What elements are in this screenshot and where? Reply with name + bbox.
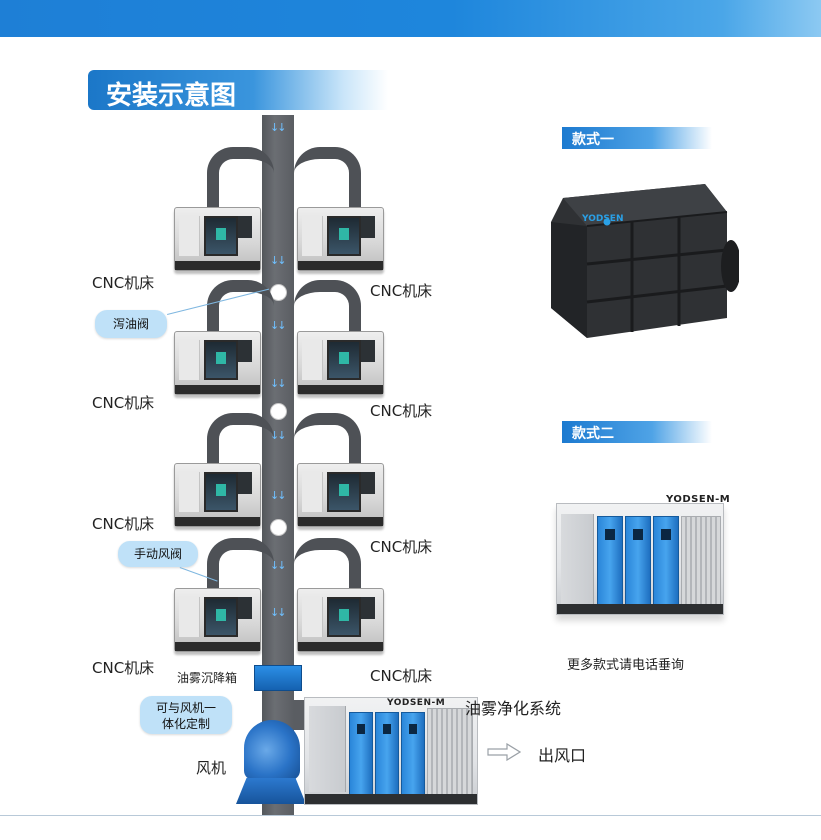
more-styles-text: 更多款式请电话垂询 [567, 658, 685, 673]
integrated-label-line2: 体化定制 [161, 717, 210, 731]
airflow-arrow-icon: ↓↓ [270, 319, 287, 332]
branch-pipe [207, 147, 274, 224]
cnc-label: CNC机床 [92, 274, 155, 292]
cnc-machine [297, 331, 384, 395]
style2-brand: YODSEN-M [666, 494, 731, 505]
branch-pipe [207, 280, 274, 347]
section-title-text: 安装示意图 [106, 81, 237, 111]
drain-valve-label: 泻油阀 [112, 317, 149, 331]
section-title: 安装示意图 [88, 70, 388, 111]
purifier-brand: YODSEN-M [387, 698, 446, 708]
oil-mist-purifier: YODSEN-M [304, 697, 478, 805]
airflow-arrow-icon: ↓↓ [270, 377, 287, 390]
fan-unit [236, 720, 306, 804]
cnc-label: CNC机床 [370, 538, 433, 556]
style1-tag: 款式一 [562, 127, 712, 149]
connector-duct [294, 700, 306, 730]
integrated-callout: 可与风机一 体化定制 [140, 696, 232, 734]
valve-dot [270, 403, 287, 420]
manual-damper-label: 手动风阀 [133, 547, 182, 561]
box-brand: YODSEN [582, 214, 624, 224]
cnc-label: CNC机床 [370, 402, 433, 420]
cnc-machine [174, 463, 261, 527]
bottom-divider [0, 815, 821, 816]
airflow-arrow-icon: ↓↓ [270, 559, 287, 572]
style2-label: 款式二 [572, 426, 614, 442]
branch-pipe [294, 280, 361, 347]
cnc-machine [297, 588, 384, 652]
branch-pipe [294, 538, 361, 602]
cnc-machine [297, 463, 384, 527]
valve-dot [270, 519, 287, 536]
outlet-arrow-icon [487, 743, 521, 761]
cnc-label: CNC机床 [370, 667, 433, 685]
airflow-arrow-icon: ↓↓ [270, 606, 287, 619]
cnc-label: CNC机床 [92, 659, 155, 677]
airflow-arrow-icon: ↓↓ [270, 254, 287, 267]
activated-carbon-box [551, 184, 739, 338]
cnc-machine [174, 588, 261, 652]
fan-label: 风机 [196, 759, 227, 777]
outlet-label: 出风口 [538, 746, 587, 765]
style1-label: 款式一 [572, 132, 614, 148]
settling-box-label: 油雾沉降箱 [177, 671, 238, 685]
manual-damper-callout: 手动风阀 [118, 541, 198, 567]
airflow-arrow-icon: ↓↓ [270, 429, 287, 442]
integrated-label-line1: 可与风机一 [155, 701, 216, 715]
cnc-machine [174, 331, 261, 395]
cnc-label: CNC机床 [370, 282, 433, 300]
drain-valve-callout: 泻油阀 [95, 310, 167, 338]
airflow-arrow-icon: ↓↓ [270, 121, 287, 134]
airflow-arrow-icon: ↓↓ [270, 489, 287, 502]
style2-tag: 款式二 [562, 421, 712, 443]
branch-pipe [294, 147, 361, 224]
cnc-label: CNC机床 [92, 515, 155, 533]
cnc-machine [297, 207, 384, 271]
style2-purifier [556, 503, 724, 615]
branch-pipe [207, 538, 274, 602]
cnc-machine [174, 207, 261, 271]
cnc-label: CNC机床 [92, 394, 155, 412]
system-label: 油雾净化系统 [465, 699, 562, 718]
oil-mist-settling-box [254, 665, 302, 691]
top-banner [0, 0, 821, 37]
